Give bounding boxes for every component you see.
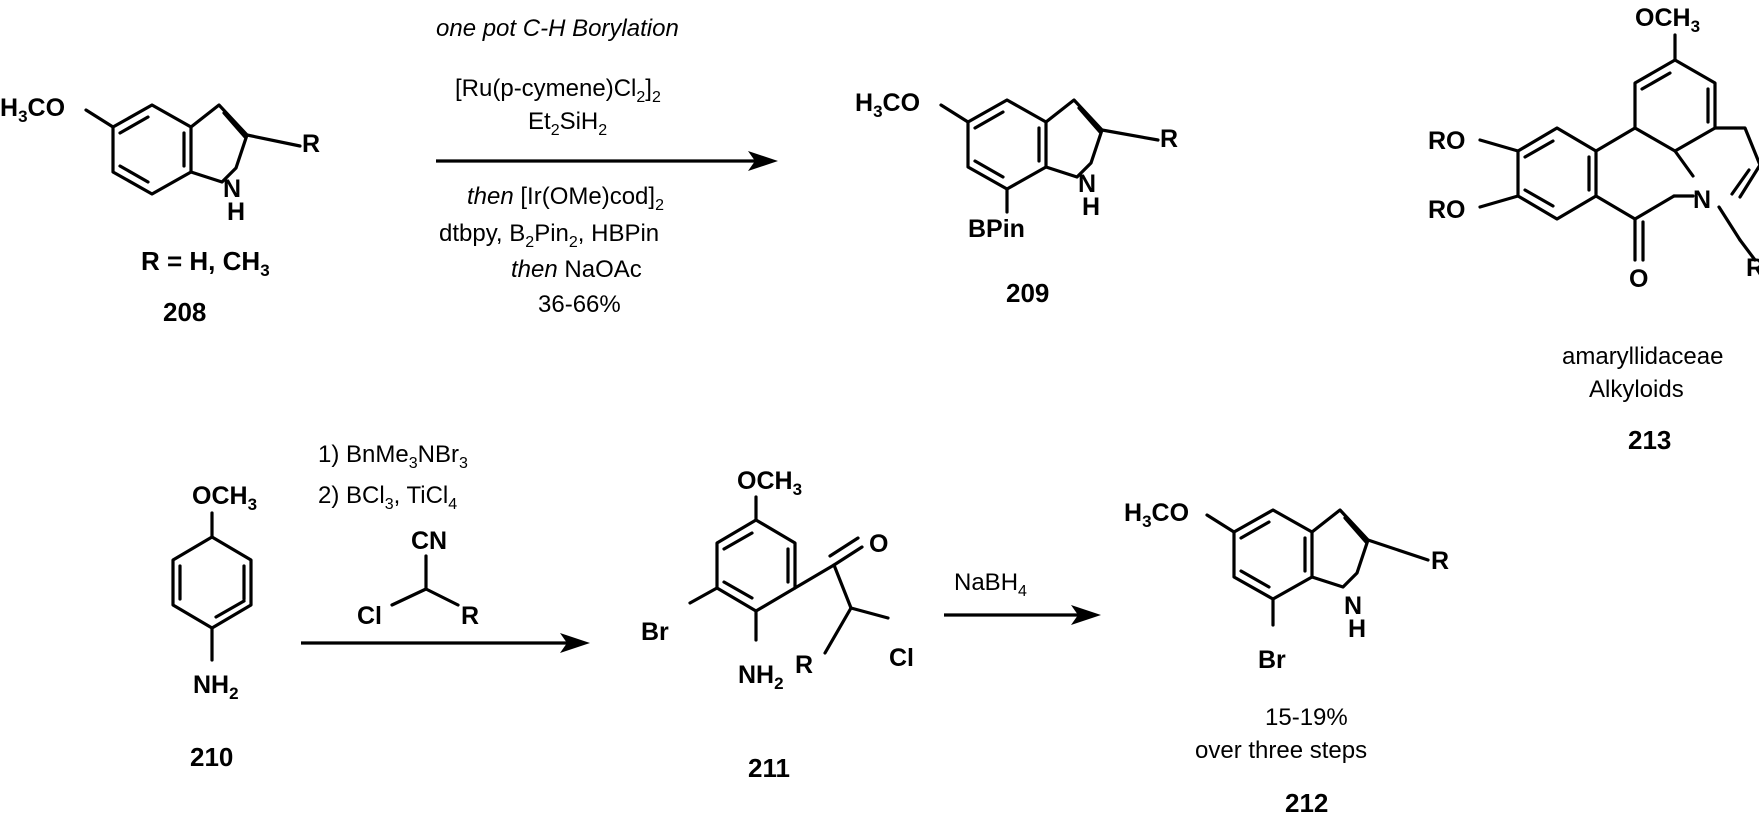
nh2-label: NH2: [193, 671, 239, 703]
step-2-label: 2) BCl3, TiCl4: [318, 482, 457, 513]
oxygen-label: O: [1629, 265, 1648, 293]
cl-label: Cl: [357, 602, 382, 630]
compound-208: H3CO R N H R = H, CH3 208: [0, 94, 320, 327]
ro-label-top: RO: [1428, 127, 1466, 155]
br-label: Br: [641, 618, 669, 646]
condition-line-4: then [Ir(OMe)cod]2: [467, 183, 664, 214]
top-reaction: one pot C-H Borylation [Ru(p-cymene)Cl2]…: [436, 15, 778, 318]
arrowhead-top: [748, 151, 778, 171]
r-label: R: [461, 602, 479, 630]
compound-212: H3CO R N H Br 15-19% over three steps 21…: [1124, 499, 1449, 818]
condition-line-3: Et2SiH2: [528, 108, 607, 139]
compound-number: 211: [748, 753, 790, 783]
yield-line-2: over three steps: [1195, 737, 1367, 764]
compound-213: OCH3 RO RO N O R amaryllidaceae Alkyloid…: [1428, 4, 1759, 455]
compound-number: 210: [190, 742, 233, 772]
och3-label: OCH3: [737, 467, 802, 499]
hydrogen-label: H: [1082, 193, 1100, 221]
r-label: R: [1746, 254, 1759, 282]
nh2-label: NH2: [738, 661, 784, 693]
compound-210: OCH3 NH2 210: [171, 482, 257, 772]
r-definition: R = H, CH3: [141, 246, 270, 280]
och3-label: OCH3: [192, 482, 257, 514]
och3-label: OCH3: [1635, 4, 1700, 36]
condition-line-6: then NaOAc: [511, 256, 642, 283]
reagent-label: NaBH4: [954, 569, 1027, 600]
hydrogen-label: H: [227, 198, 245, 226]
r-label: R: [302, 130, 320, 158]
nitrogen-label: N: [223, 175, 241, 203]
compound-number: 213: [1628, 425, 1671, 455]
compound-209: H3CO R N H BPin 209: [855, 89, 1178, 308]
condition-yield: 36-66%: [538, 291, 621, 318]
methoxy-label: H3CO: [1124, 499, 1189, 531]
methoxy-label: H3CO: [855, 89, 920, 121]
arrowhead-bottom-2: [1071, 605, 1101, 625]
compound-number: 208: [163, 297, 206, 327]
yield-line-1: 15-19%: [1265, 704, 1348, 731]
cl-label: Cl: [889, 644, 914, 672]
compound-number: 212: [1285, 788, 1328, 818]
oxygen-label: O: [869, 530, 888, 558]
caption-line-2: Alkyloids: [1589, 376, 1684, 403]
bottom-reaction-1: 1) BnMe3NBr3 2) BCl3, TiCl4 CN Cl R: [301, 441, 590, 653]
compound-number: 209: [1006, 278, 1049, 308]
nitrogen-label: N: [1078, 170, 1096, 198]
bottom-reaction-2: NaBH4: [944, 569, 1101, 625]
hydrogen-label: H: [1348, 615, 1366, 643]
br-label: Br: [1258, 646, 1286, 674]
ro-label-bottom: RO: [1428, 196, 1466, 224]
cn-label: CN: [411, 527, 447, 555]
r-label: R: [795, 651, 813, 679]
nitrogen-label: N: [1344, 592, 1362, 620]
r-label: R: [1431, 547, 1449, 575]
bpin-label: BPin: [968, 215, 1025, 243]
arrowhead-bottom-1: [560, 633, 590, 653]
compound-211: OCH3 Br NH2 O R Cl 211: [641, 467, 914, 783]
nitrogen-label: N: [1693, 186, 1711, 214]
condition-line-2: [Ru(p-cymene)Cl2]2: [455, 75, 661, 106]
methoxy-label: H3CO: [0, 94, 65, 126]
caption-line-1: amaryllidaceae: [1562, 343, 1723, 370]
r-label: R: [1160, 125, 1178, 153]
condition-line-1: one pot C-H Borylation: [436, 15, 679, 42]
step-1-label: 1) BnMe3NBr3: [318, 441, 468, 472]
condition-line-5: dtbpy, B2Pin2, HBPin: [439, 220, 659, 251]
